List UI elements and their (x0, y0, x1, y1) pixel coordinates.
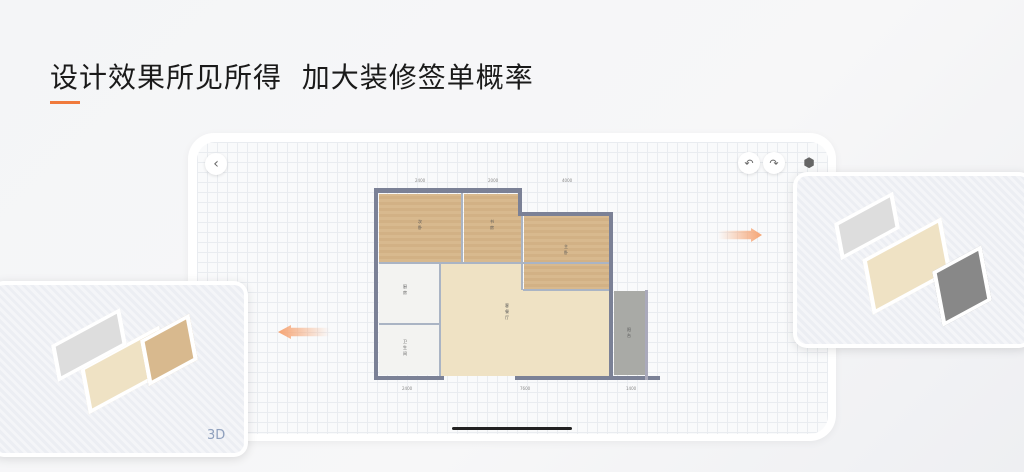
preview-3d-left[interactable] (0, 281, 248, 457)
room-label: 卫生间 (403, 339, 407, 356)
dimension: 7600 (520, 386, 531, 391)
preview-3d-label: 3D (207, 428, 226, 443)
headline-underline (50, 101, 80, 104)
room-living[interactable] (441, 291, 609, 376)
back-button[interactable]: ‹ (205, 153, 227, 175)
cube-icon: ⬢ (803, 155, 815, 171)
chevron-left-icon: ‹ (213, 156, 219, 172)
room-label: 次卧 (418, 219, 422, 230)
room-master[interactable] (524, 216, 609, 290)
dimension: 1400 (626, 386, 637, 391)
room-bath[interactable] (379, 325, 439, 375)
home-indicator (452, 427, 572, 430)
floorplan-canvas[interactable]: ‹ ↶ ↷ ⬢ 次卧 书房 主卧 厨房 卫生间 客餐厅 阳台 2400 2000 (197, 142, 828, 434)
room-balcony[interactable] (614, 291, 645, 375)
room-label: 主卧 (564, 244, 568, 255)
undo-icon: ↶ (744, 156, 754, 170)
dimension: 4000 (562, 178, 573, 183)
headline: 设计效果所见所得 加大装修签单概率 (50, 61, 534, 94)
dimension: 2400 (402, 386, 413, 391)
redo-button[interactable]: ↷ (763, 152, 785, 174)
room-label: 客餐厅 (505, 303, 509, 320)
redo-icon: ↷ (769, 156, 779, 170)
preview-3d-right[interactable] (793, 172, 1024, 348)
room-kitchen[interactable] (379, 264, 439, 323)
room-label: 厨房 (403, 284, 407, 295)
room-study[interactable] (464, 194, 521, 262)
view-3d-button[interactable]: ⬢ (798, 152, 820, 174)
undo-button[interactable]: ↶ (738, 152, 760, 174)
room-bedroom2[interactable] (379, 194, 461, 262)
dimension: 2000 (488, 178, 499, 183)
arrow-right-icon (718, 228, 762, 242)
room-label: 书房 (490, 219, 494, 230)
room-label: 阳台 (627, 327, 631, 338)
arrow-left-icon (278, 325, 330, 339)
dimension: 2400 (415, 178, 426, 183)
